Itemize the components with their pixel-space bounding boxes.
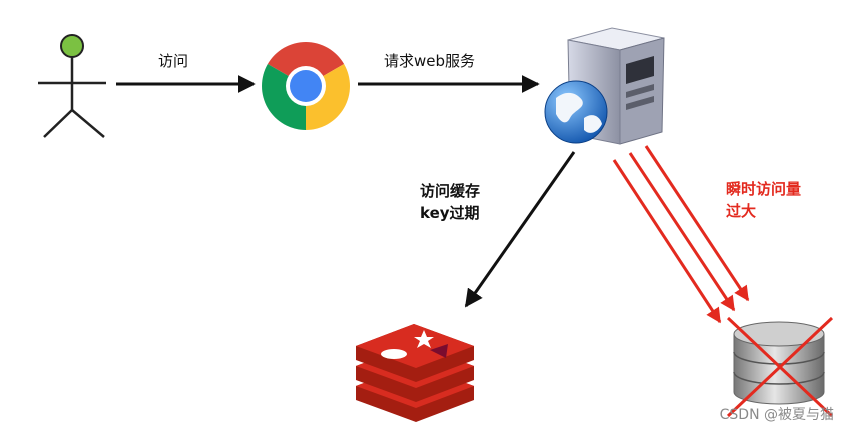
label-request-web: 请求web服务 <box>384 52 476 70</box>
web-server-icon <box>544 27 665 145</box>
red-traffic-arrows <box>612 145 750 324</box>
label-traffic-line1: 瞬时访问量 <box>726 180 802 198</box>
arrow-server-to-redis <box>464 151 576 308</box>
label-cache-expire-line2: key过期 <box>420 204 480 222</box>
watermark: CSDN @被夏与猫 <box>719 407 834 423</box>
user-stick-figure-icon <box>38 34 106 138</box>
redis-icon <box>356 324 474 422</box>
label-traffic-line2: 过大 <box>726 202 757 220</box>
chrome-icon <box>262 42 350 130</box>
label-cache-expire-line1: 访问缓存 <box>420 182 481 200</box>
label-visit: 访问 <box>158 52 189 70</box>
database-icon <box>726 316 834 418</box>
